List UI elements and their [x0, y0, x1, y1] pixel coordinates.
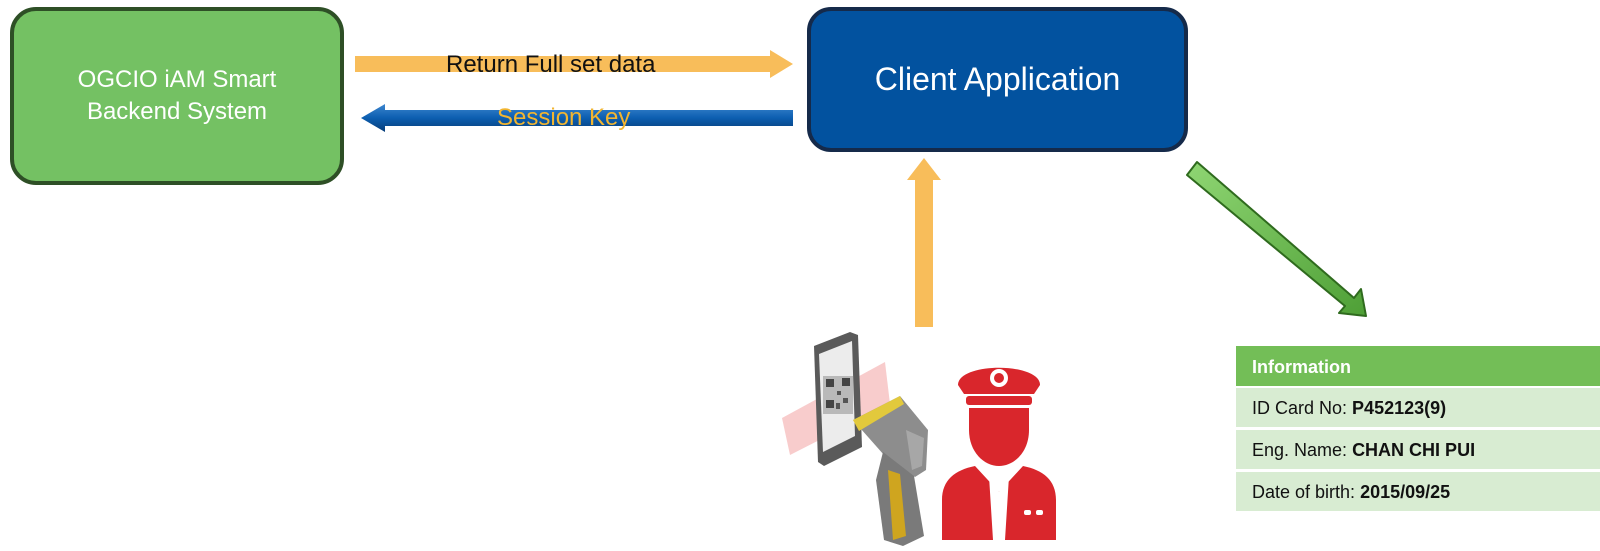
session-key-arrow	[361, 104, 793, 132]
table-row-date-of-birth: Date of birth: 2015/09/25	[1236, 472, 1600, 511]
qr-code-icon	[823, 376, 853, 414]
return-data-arrow	[355, 50, 793, 78]
session-key-label: Session Key	[497, 104, 631, 131]
backend-system-label-line2: Backend System	[86, 98, 268, 125]
information-table: Information ID Card No: P452123(9) Eng. …	[1236, 346, 1600, 514]
qr-scanner-icon	[853, 396, 928, 546]
return-data-label: Return Full set data	[446, 51, 656, 78]
information-table-header: Information	[1236, 346, 1600, 386]
id-card-value: P452123(9)	[1352, 398, 1447, 418]
backend-system-box: OGCIO iAM Smart Backend System	[10, 7, 344, 185]
scan-upload-arrow	[907, 158, 941, 327]
smartphone-icon	[814, 332, 862, 466]
table-row-eng-name: Eng. Name: CHAN CHI PUI	[1236, 430, 1600, 469]
backend-system-label-line1: OGCIO iAM Smart	[77, 66, 277, 93]
date-of-birth-value: 2015/09/25	[1360, 482, 1451, 502]
client-application-label: Client Application	[874, 61, 1121, 97]
output-arrow	[1186, 161, 1367, 317]
eng-name-value: CHAN CHI PUI	[1352, 440, 1476, 460]
security-officer-icon	[942, 367, 1056, 540]
eng-name-label: Eng. Name:	[1252, 440, 1348, 460]
id-card-label: ID Card No:	[1252, 398, 1348, 418]
table-row-id-card: ID Card No: P452123(9)	[1236, 388, 1600, 427]
client-application-box: Client Application	[807, 7, 1188, 152]
date-of-birth-label: Date of birth:	[1252, 482, 1356, 502]
